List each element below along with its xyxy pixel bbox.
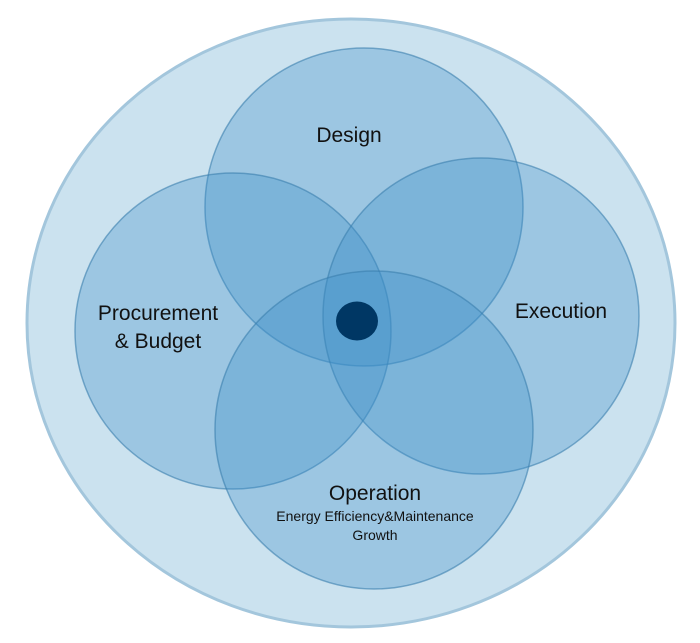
circle-operation bbox=[214, 270, 534, 590]
circle-execution bbox=[322, 157, 640, 475]
label-operation-sub: Energy Efficiency&Maintenance Growth bbox=[276, 508, 473, 544]
label-operation-sub-line2: Growth bbox=[352, 526, 398, 543]
label-procurement-line2: & Budget bbox=[114, 330, 202, 354]
label-execution: Execution bbox=[514, 300, 608, 323]
circle-procurement bbox=[74, 172, 392, 490]
label-design: Design bbox=[316, 124, 382, 147]
label-procurement-line1: Procurement bbox=[97, 302, 219, 325]
label-operation-sub-line1: Energy Efficiency&Maintenance bbox=[276, 508, 474, 524]
label-procurement: Procurement & Budget bbox=[98, 301, 218, 354]
label-operation: Operation bbox=[328, 482, 422, 505]
core-dot bbox=[336, 301, 378, 341]
